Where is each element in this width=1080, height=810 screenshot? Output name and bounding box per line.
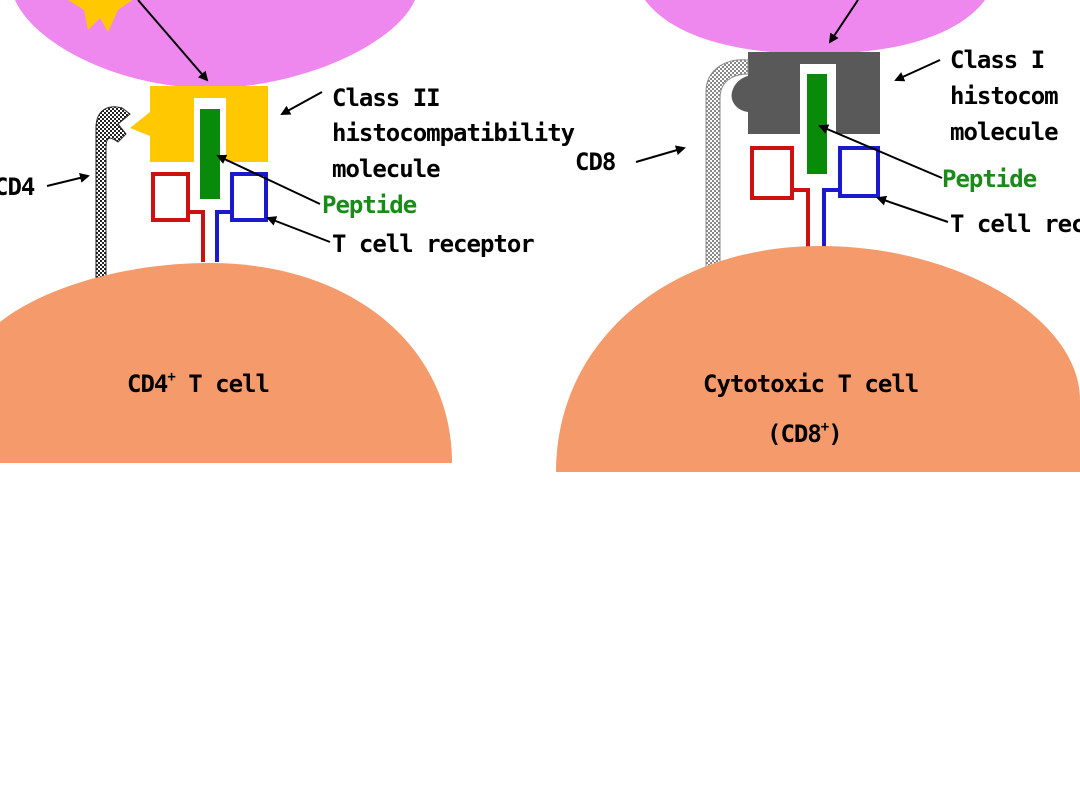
class-ii-label-line3: molecule [332, 155, 441, 183]
cd4-t-cell-label: CD4+ T cell [127, 369, 270, 398]
class-i-label-line2: histocom [950, 82, 1059, 110]
peptide-label-right: Peptide [942, 165, 1037, 193]
apc-cell-left [15, 0, 415, 88]
tcr-arrow-left [266, 216, 331, 243]
right-panel [556, 0, 1080, 472]
class-i-label-line3: molecule [950, 118, 1059, 146]
peptide-label-left: Peptide [322, 191, 417, 219]
apc-cell-right [645, 0, 985, 54]
apc-pointer-arrow-left [137, 0, 209, 82]
class-ii-arrow [280, 91, 323, 115]
tcr-alpha-left [151, 172, 205, 262]
cd8-arrow [635, 145, 686, 163]
cd8-coreceptor [705, 59, 749, 269]
apc-pointer-arrow-right [828, 0, 859, 44]
cd8-label: CD8 [575, 148, 616, 176]
cd4-t-cell [0, 263, 452, 463]
cytotoxic-t-cell-label-line1: Cytotoxic T cell [703, 370, 919, 398]
tcr-label-right: T cell rec [950, 210, 1080, 238]
peptide-arrow-left [216, 154, 321, 205]
tcr-label-left: T cell receptor [332, 230, 535, 258]
cytotoxic-t-cell-label-line2: (CD8+) [767, 419, 843, 448]
peptide-arrow-right [818, 124, 943, 179]
class-i-label-line1: Class I [950, 46, 1045, 74]
left-panel [0, 0, 452, 463]
class-ii-label-line2: histocompatibility [332, 119, 575, 147]
cytotoxic-t-cell [556, 246, 1080, 472]
antigen-star-icon [68, 0, 132, 32]
tcr-arrow-right [876, 195, 949, 223]
cd4-arrow [46, 173, 90, 187]
peptide-right [807, 74, 827, 174]
tcr-alpha-right [750, 146, 810, 250]
cd4-coreceptor [95, 106, 131, 291]
peptide-left [200, 109, 220, 199]
class-i-arrow [894, 59, 941, 82]
cd4-label: CD4 [0, 173, 35, 201]
class-ii-label-line1: Class II [332, 84, 441, 112]
